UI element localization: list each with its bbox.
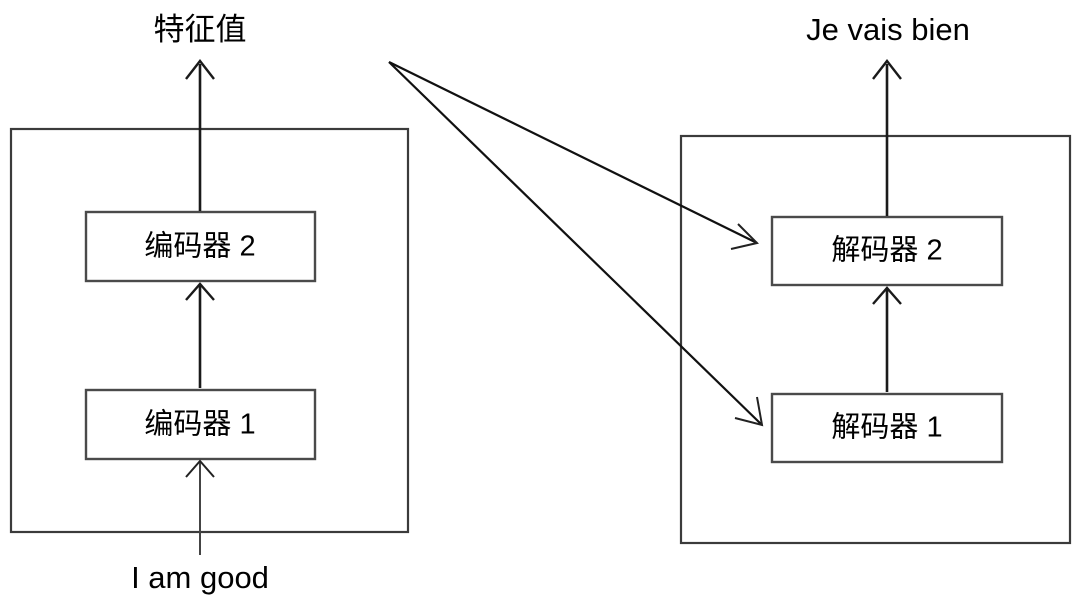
feature-to-decoder2-line bbox=[388, 61, 758, 244]
decoder-2-box[interactable] bbox=[770, 215, 1004, 287]
encoder-2-box[interactable] bbox=[84, 210, 317, 283]
decoder-group-box bbox=[679, 134, 1072, 545]
target-sentence-label: Je vais bien bbox=[806, 12, 970, 47]
source-sentence-label: I am good bbox=[131, 560, 269, 595]
feature-to-decoder1-arrowhead bbox=[734, 396, 764, 427]
decoder1-to-decoder2-arrowhead bbox=[872, 286, 902, 305]
feature-vector-label: 特征值 bbox=[154, 12, 247, 47]
decoder-2-label: 解码器 2 bbox=[831, 234, 942, 267]
feature-to-decoder1-line bbox=[388, 61, 763, 426]
input-to-encoder1-arrowhead bbox=[185, 459, 215, 478]
decoder-1-label: 解码器 1 bbox=[831, 411, 942, 444]
encoder-1-box[interactable] bbox=[84, 388, 317, 461]
encoder-2-label: 编码器 2 bbox=[144, 230, 255, 263]
decoder2-to-output-arrowhead bbox=[872, 59, 902, 80]
encoder1-to-encoder2-arrowhead bbox=[185, 282, 215, 301]
decoder-1-box[interactable] bbox=[770, 392, 1004, 464]
encoder2-to-feature-arrowhead bbox=[185, 59, 215, 80]
encoder-1-label: 编码器 1 bbox=[144, 408, 255, 441]
feature-to-decoder2-arrowhead bbox=[730, 223, 759, 250]
encoder-group-box bbox=[9, 127, 410, 534]
